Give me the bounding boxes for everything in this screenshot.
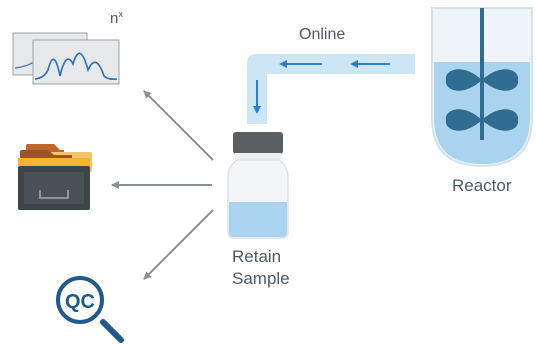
repeat-count-label: nx xyxy=(110,9,123,27)
archive-drawer-icon xyxy=(18,144,92,210)
retain-label-line1: Retain xyxy=(232,247,282,266)
chromatogram-icon xyxy=(12,32,120,85)
arrow-to-qc xyxy=(143,209,214,280)
qc-text: QC xyxy=(65,291,95,313)
reactor-label: Reactor xyxy=(452,176,512,195)
reactor-icon xyxy=(431,7,533,168)
retain-label-line2: Sample xyxy=(232,269,290,288)
n-superscript: x xyxy=(118,9,123,19)
arrow-to-chromatograms xyxy=(143,90,214,161)
qc-magnifier-icon: QC xyxy=(56,276,124,343)
online-label: Online xyxy=(299,26,346,43)
online-pipe xyxy=(247,54,415,124)
n-text: n xyxy=(110,10,119,27)
sample-vial-icon xyxy=(227,132,289,239)
retain-sample-label: Retain Sample xyxy=(232,246,290,290)
